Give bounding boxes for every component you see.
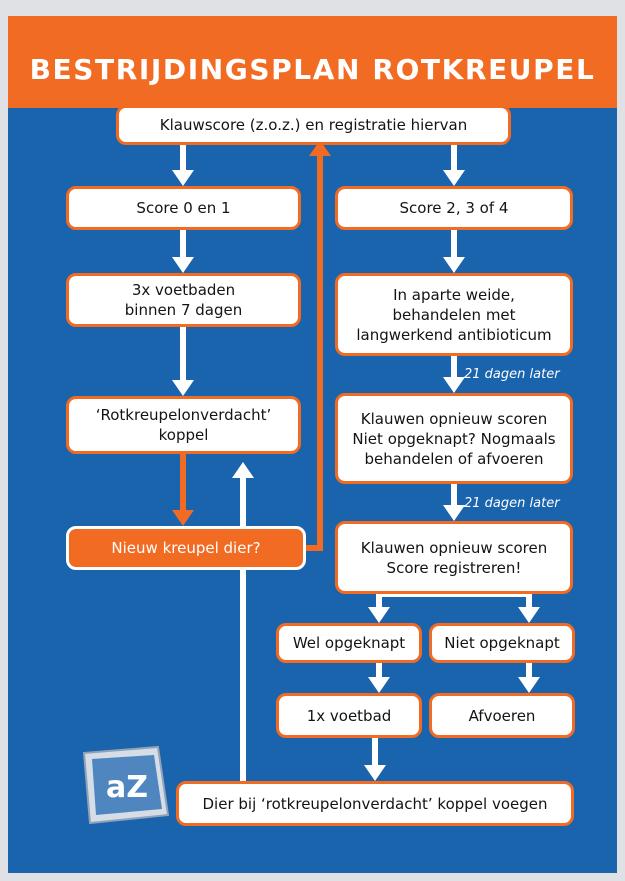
box-label: ‘Rotkreupelonverdacht’ koppel <box>95 406 272 444</box>
box-label: 3x voetbaden binnen 7 dagen <box>124 281 243 319</box>
arrowhead <box>443 505 465 521</box>
box-label: Nieuw kreupel dier? <box>111 539 261 557</box>
new-lame-animal-box: Nieuw kreupel dier? <box>66 526 306 570</box>
claw-score-box: Klauwscore (z.o.z.) en registratie hierv… <box>116 105 511 145</box>
arrowhead <box>172 170 194 186</box>
suspect-flock-box: ‘Rotkreupelonverdacht’ koppel <box>66 396 301 454</box>
arrowhead <box>364 765 386 781</box>
box-label: In aparte weide, behandelen met langwerk… <box>356 285 552 344</box>
footbaths-3x-box: 3x voetbaden binnen 7 dagen <box>66 273 301 327</box>
box-label: Klauwen opnieuw scoren Niet opgeknapt? N… <box>352 409 556 468</box>
recovered-box: Wel opgeknapt <box>276 623 422 663</box>
connector-line <box>306 156 323 551</box>
arrowhead <box>368 677 390 693</box>
arrowhead <box>172 380 194 396</box>
score-0-1-box: Score 0 en 1 <box>66 186 301 230</box>
not-recovered-box: Niet opgeknapt <box>429 623 575 663</box>
page-title: BESTRIJDINGSPLAN ROTKREUPEL <box>29 53 596 86</box>
box-label: Score 0 en 1 <box>136 199 231 217</box>
rescore-box: Klauwen opnieuw scoren Niet opgeknapt? N… <box>335 393 573 484</box>
box-label: 1x voetbad <box>306 706 392 725</box>
box-label: Dier bij ‘rotkreupelonverdacht’ koppel v… <box>202 794 548 813</box>
delay-note: 21 dagen later <box>464 496 560 511</box>
box-label: Niet opgeknapt <box>444 634 560 652</box>
add-to-flock-box: Dier bij ‘rotkreupelonverdacht’ koppel v… <box>176 781 574 826</box>
arrowhead <box>368 607 390 623</box>
header-band <box>8 16 617 108</box>
arrowhead <box>518 677 540 693</box>
footbath-1x-box: 1x voetbad <box>276 693 422 738</box>
az-logo: aZ <box>82 745 170 825</box>
logo-text: aZ <box>106 770 148 805</box>
box-label: Afvoeren <box>468 706 536 725</box>
separate-pasture-box: In aparte weide, behandelen met langwerk… <box>335 273 573 356</box>
score-2-3-4-box: Score 2, 3 of 4 <box>335 186 573 230</box>
box-label: Wel opgeknapt <box>292 634 406 652</box>
arrowhead <box>443 170 465 186</box>
arrowhead <box>443 257 465 273</box>
arrowhead <box>232 462 254 478</box>
arrowhead <box>309 140 331 156</box>
arrowhead <box>172 510 194 526</box>
box-label: Score 2, 3 of 4 <box>399 199 509 217</box>
arrowhead <box>518 607 540 623</box>
dispose-box: Afvoeren <box>429 693 575 738</box>
delay-note: 21 dagen later <box>464 367 560 382</box>
box-label: Klauwscore (z.o.z.) en registratie hierv… <box>159 116 468 134</box>
arrowhead <box>443 377 465 393</box>
rescore-register-box: Klauwen opnieuw scoren Score registreren… <box>335 521 573 594</box>
arrowhead <box>172 257 194 273</box>
box-label: Klauwen opnieuw scoren Score registreren… <box>360 538 548 577</box>
